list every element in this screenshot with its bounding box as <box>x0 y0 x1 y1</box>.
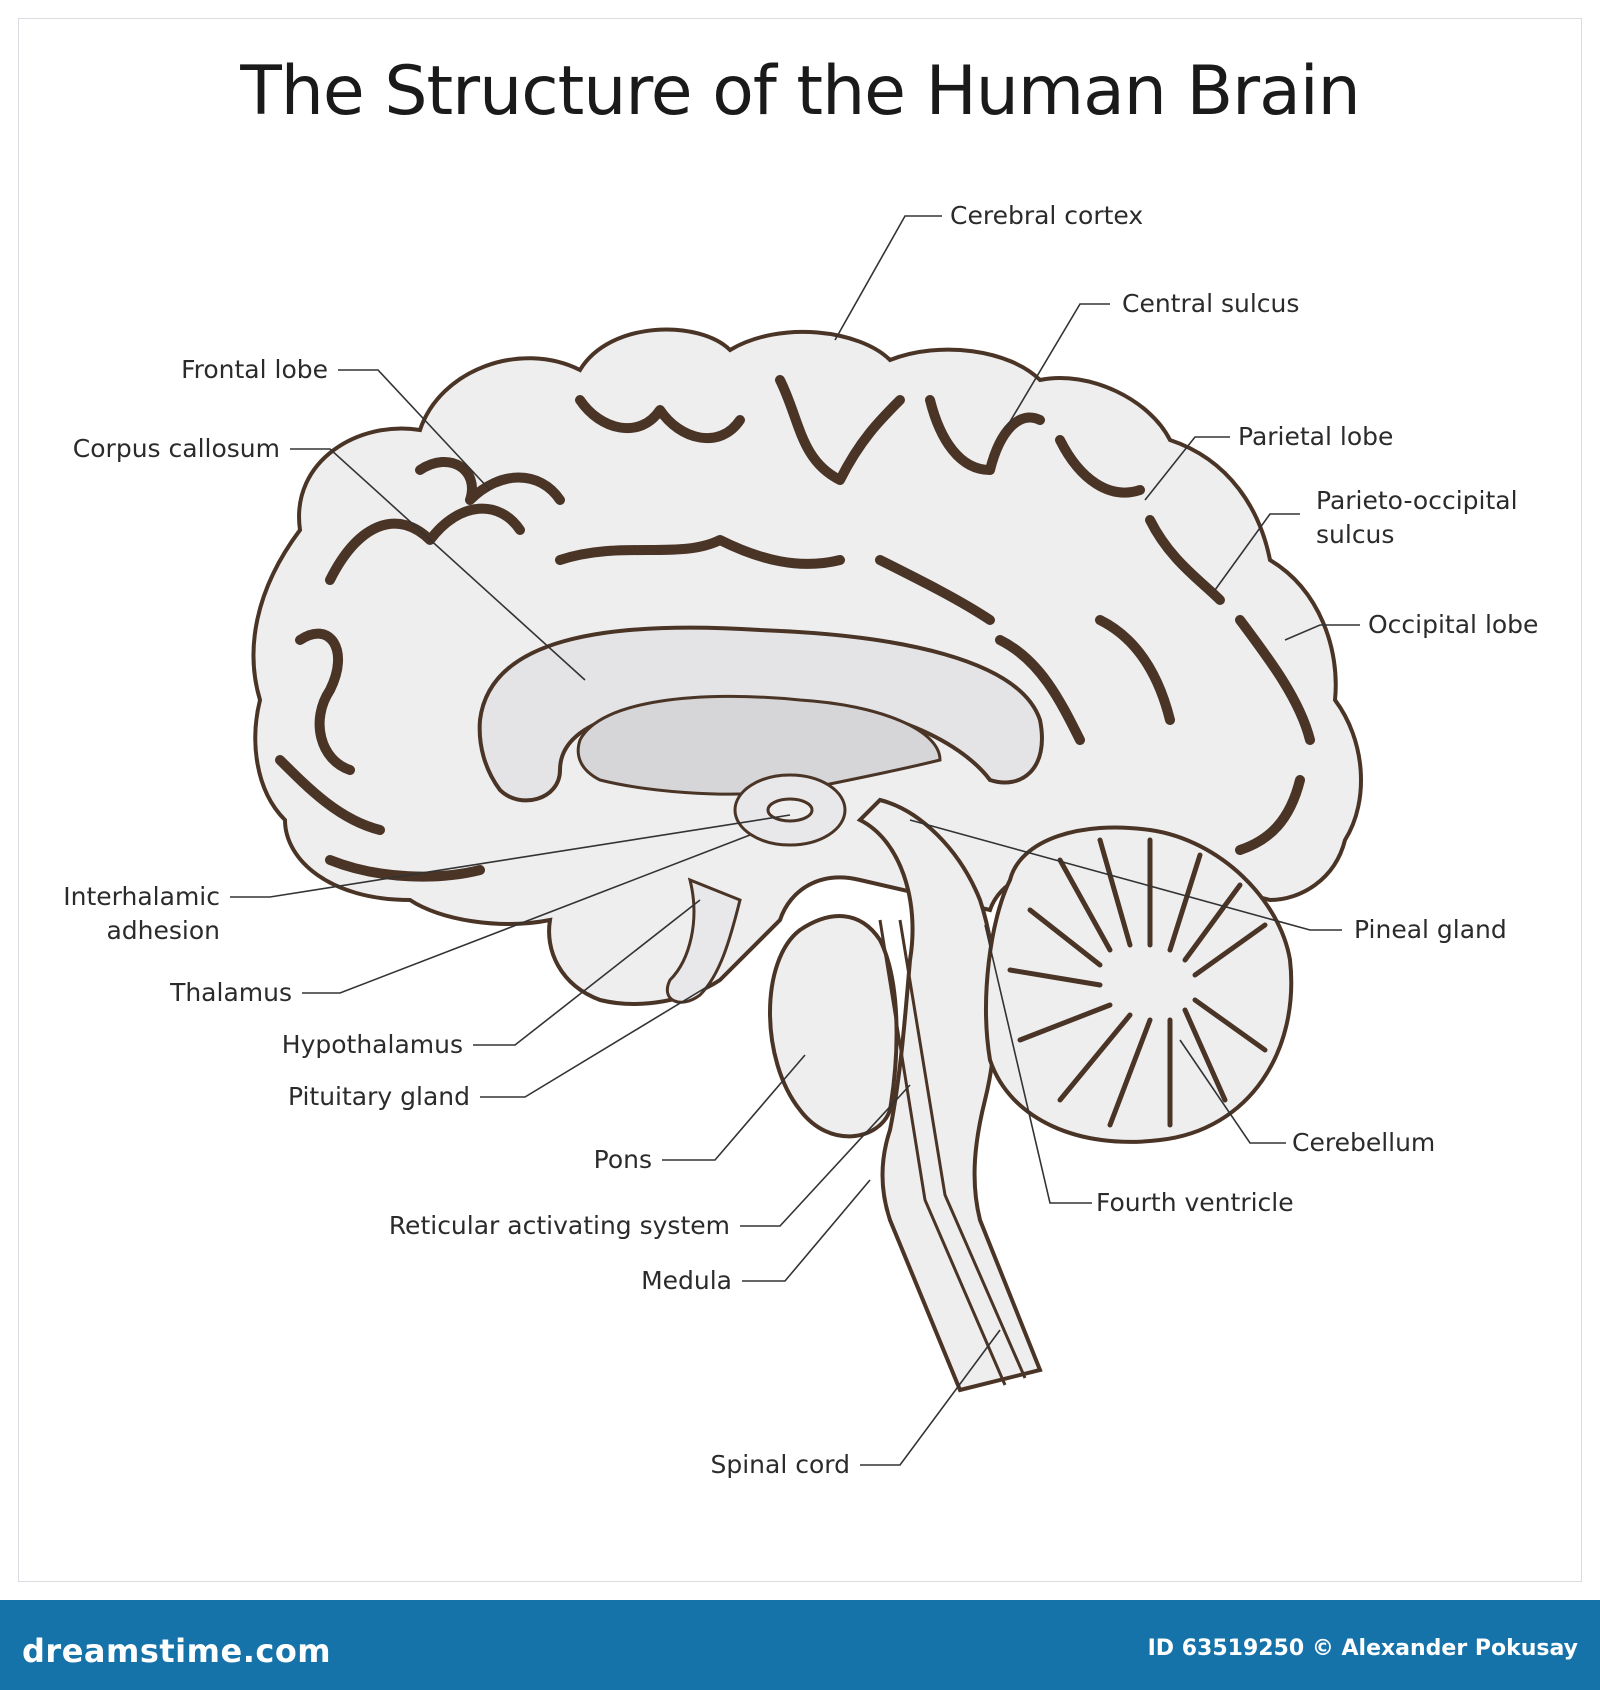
label-interhalamic-line2: adhesion <box>106 916 220 945</box>
label-interhalamic-line1: Interhalamic <box>63 882 220 911</box>
dreamstime-logo: dreamstime.com <box>22 1632 332 1670</box>
footer-bar: dreamstime.com ID 63519250 © Alexander P… <box>0 1600 1600 1690</box>
cerebellum-shape <box>984 825 1294 1144</box>
leader-pineal <box>909 819 1342 931</box>
spinal-canal <box>878 919 1007 1386</box>
label-corpus-callosum: Corpus callosum <box>72 434 280 463</box>
label-thalamus: Thalamus <box>170 978 292 1007</box>
leader-thalamus <box>302 834 751 994</box>
label-fourth-ventricle: Fourth ventricle <box>1096 1188 1294 1217</box>
leader-parietal-lobe <box>1144 436 1230 501</box>
label-parieto-occipital-line2: sulcus <box>1316 520 1395 549</box>
ventricle-shape <box>576 694 942 796</box>
leader-interhalamic <box>230 814 791 898</box>
cerebellum-folia <box>1007 837 1268 1128</box>
leader-hypothalamus <box>473 899 701 1046</box>
label-pituitary-gland: Pituitary gland <box>287 1082 470 1111</box>
spinal-canal-inner <box>898 919 1027 1379</box>
gyri-folds <box>275 375 1315 882</box>
leader-fourth-ventricle <box>984 924 1092 1204</box>
leader-medula <box>742 1179 871 1282</box>
leader-central-sulcus <box>1004 303 1110 431</box>
corpus-callosum-shape <box>477 625 1044 803</box>
label-cerebral-cortex: Cerebral cortex <box>950 201 1144 230</box>
brain-diagram <box>230 215 1363 1466</box>
pons-shape <box>768 914 899 1139</box>
interthalamic-adhesion-shape <box>766 797 814 823</box>
label-medula: Medula <box>641 1266 732 1295</box>
hypothalamus-shape <box>665 877 742 1004</box>
leader-corpus-callosum <box>290 448 586 681</box>
diagram-title: The Structure of the Human Brain <box>240 52 1361 131</box>
label-reticular-activating-system: Reticular activating system <box>388 1211 730 1240</box>
label-hypothalamus: Hypothalamus <box>281 1030 463 1059</box>
leader-cerebellum <box>1179 1039 1286 1144</box>
leader-ras <box>740 1084 911 1227</box>
label-spinal-cord: Spinal cord <box>710 1450 851 1479</box>
label-cerebellum: Cerebellum <box>1292 1128 1436 1157</box>
label-central-sulcus: Central sulcus <box>1122 289 1300 318</box>
leader-spinal-cord <box>860 1329 1001 1466</box>
label-pineal-gland: Pineal gland <box>1354 915 1507 944</box>
leader-parieto-occipital <box>1214 513 1300 591</box>
label-parieto-occipital-line1: Parieto-occipital <box>1316 486 1518 515</box>
label-occipital-lobe: Occipital lobe <box>1368 610 1539 639</box>
leader-cerebral-cortex <box>834 215 942 341</box>
leader-lines <box>230 215 1360 1466</box>
label-pons: Pons <box>593 1145 652 1174</box>
leader-occipital-lobe <box>1284 624 1360 641</box>
label-frontal-lobe: Frontal lobe <box>181 355 328 384</box>
leader-frontal-lobe <box>338 369 491 491</box>
leader-pons <box>662 1054 806 1161</box>
label-parietal-lobe: Parietal lobe <box>1238 422 1394 451</box>
leader-pituitary <box>480 984 711 1098</box>
image-credit: ID 63519250 © Alexander Pokusay <box>1147 1636 1578 1661</box>
brainstem-shape <box>856 797 1043 1393</box>
